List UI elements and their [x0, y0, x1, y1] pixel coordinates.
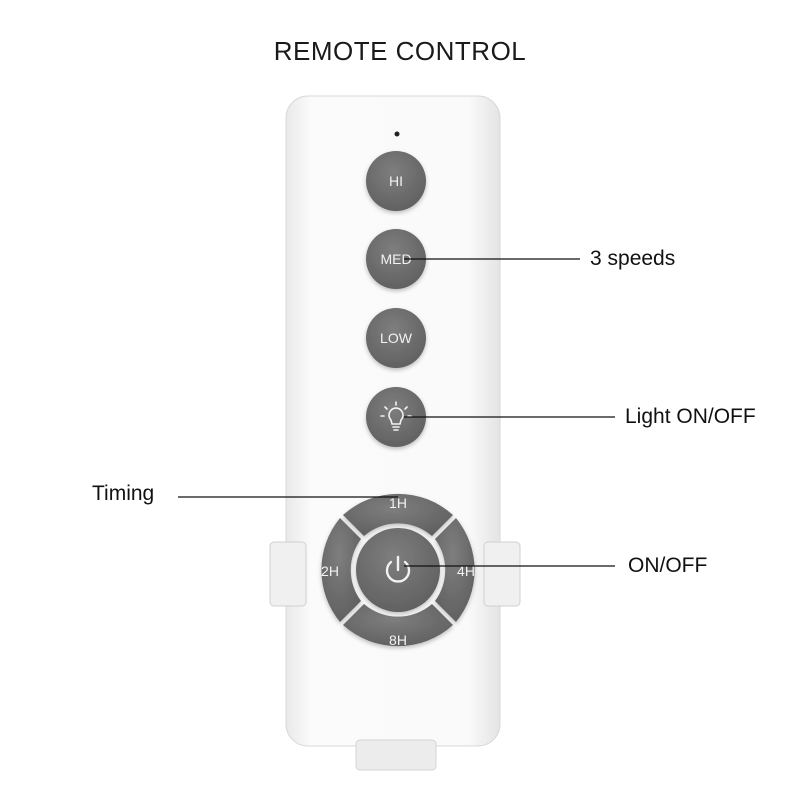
speeds-callout: 3 speeds — [590, 247, 676, 270]
timer-8h-label: 8H — [389, 632, 407, 648]
med-button[interactable]: MED — [366, 229, 426, 289]
timer-8h-button[interactable] — [343, 604, 453, 647]
light-callout: Light ON/OFF — [625, 405, 756, 428]
timing-callout: Timing — [92, 482, 155, 505]
page-title: REMOTE CONTROL — [273, 36, 527, 66]
timer-1h-button[interactable] — [343, 493, 453, 536]
light-bulb-icon — [380, 401, 412, 431]
timer-2h-label: 2H — [321, 563, 339, 579]
power-icon — [385, 555, 411, 583]
light-button[interactable] — [366, 387, 426, 447]
timer-2h-button[interactable] — [321, 518, 361, 622]
right-side-clip — [483, 541, 521, 607]
timer-4h-label: 4H — [457, 563, 475, 579]
timer-1h-label: 1H — [389, 495, 407, 511]
timer-4h-button[interactable] — [435, 518, 475, 622]
low-button[interactable]: LOW — [366, 308, 426, 368]
remote-bottom-clip — [355, 739, 437, 771]
left-side-clip — [269, 541, 307, 607]
hi-button-label: HI — [389, 173, 403, 189]
power-button[interactable] — [356, 528, 440, 612]
hi-button[interactable]: HI — [366, 151, 426, 211]
ir-led-indicator — [394, 131, 400, 137]
power-callout: ON/OFF — [628, 554, 708, 577]
med-button-label: MED — [380, 251, 411, 267]
low-button-label: LOW — [380, 330, 413, 346]
